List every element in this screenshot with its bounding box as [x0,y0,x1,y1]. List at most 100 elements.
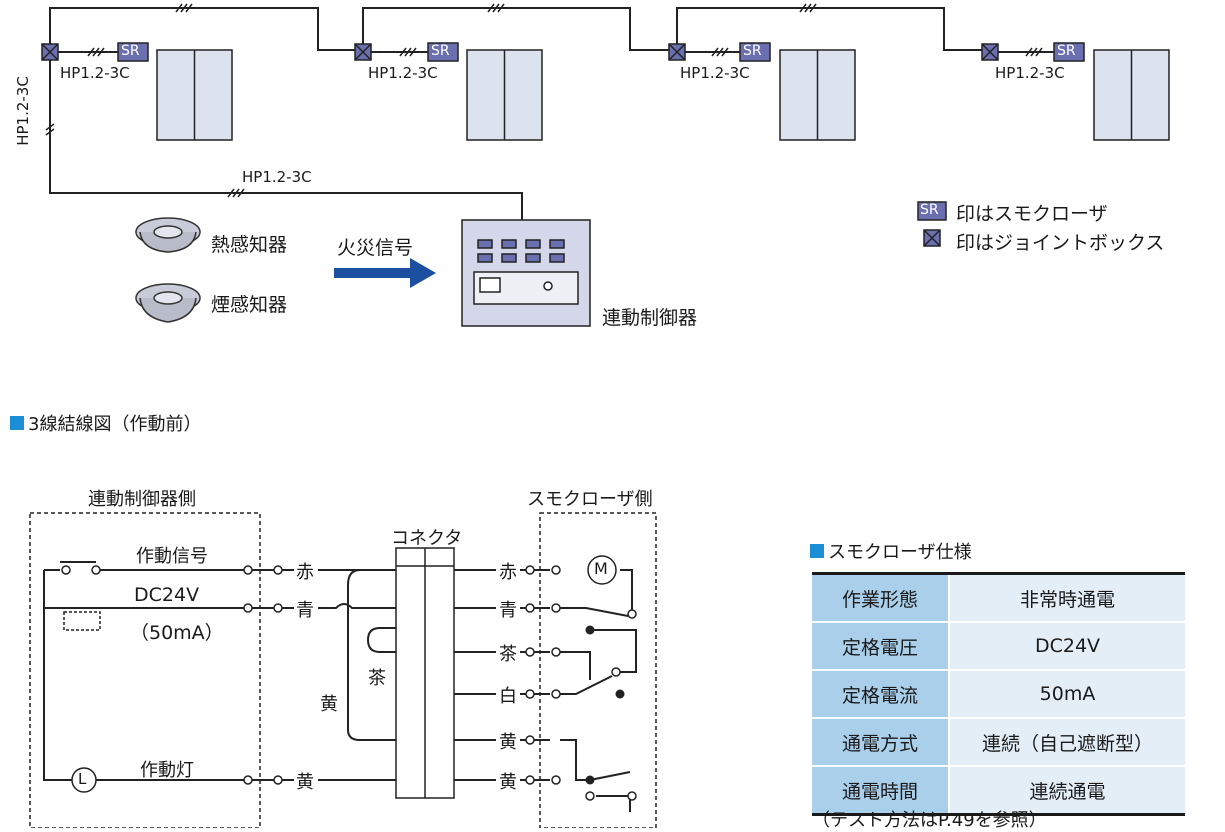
cable-label: HP1.2-3C [368,64,438,82]
right-wire-brown: 茶 [499,644,517,665]
right-wire-yellow-2: 黄 [499,772,517,793]
junction-box-icon [41,43,59,61]
cable-hash-marks [45,3,1043,198]
relay-coil-icon [63,611,101,631]
vertical-cable-label: HP1.2-3C [13,76,32,146]
sr-badge-text: SR [1057,43,1076,59]
cable-label: HP1.2-3C [60,64,130,82]
right-wire-white: 白 [499,686,517,707]
door-icon [779,49,856,141]
right-wire-yellow: 黄 [499,732,517,753]
cable-label: HP1.2-3C [680,64,750,82]
wire [589,771,631,812]
legend-sr-text: SR [920,202,939,218]
legend-junction-icon [923,229,941,247]
right-wire-red: 赤 [499,562,517,583]
heat-detector-icon [135,217,201,253]
door-icon [1093,49,1170,141]
left-wire-red: 赤 [296,562,314,583]
closed-contacts [585,625,625,785]
cable-line [676,7,990,51]
cable-line [49,7,363,51]
wire [560,675,613,695]
fire-signal-arrow [334,258,436,288]
junction-box-icons [41,43,999,61]
spec-value: 50mA [949,669,1185,719]
door-icon [156,49,233,141]
sr-badge [1053,42,1085,62]
sr-badge-text: SR [121,43,140,59]
spec-footnote: （テスト方法はP.49を参照） [812,810,1047,831]
current-label: （50mA） [130,622,224,644]
wire [366,627,396,653]
cable-line [362,7,677,51]
wiring-diagram-title: 3線結線図（作動前） [10,410,201,436]
section-marker-icon [10,416,24,430]
sr-badges [117,42,1085,62]
wire [592,629,637,673]
table-row: 通電時間連続通電 [812,765,1185,816]
wire [620,569,633,610]
controller-icon [461,219,591,327]
sr-badge-text: SR [743,43,762,59]
wire [454,569,496,781]
sr-badge-text: SR [431,43,450,59]
smoke-detector-label: 煙感知器 [211,294,288,316]
section-marker-icon [810,544,824,558]
spec-value: 連続（自己遮断型） [949,717,1185,767]
loop-label-brown: 茶 [368,668,386,689]
junction-box-icon [668,43,686,61]
controller-side-label: 連動制御器側 [88,489,196,510]
heat-detector-label: 熱感知器 [211,234,288,256]
spec-key: 定格電圧 [812,621,950,671]
wiring-diagram-title-text: 3線結線図（作動前） [28,414,202,435]
closer-side-label: スモクローザ側 [527,489,653,510]
system-layout-diagram [41,3,1170,327]
wire [252,569,294,781]
spec-value: 連続通電 [949,765,1185,816]
lamp-symbol: L [78,770,87,788]
spec-key: 定格電流 [812,669,950,719]
right-wire-blue: 青 [499,600,517,621]
legend-junction-label: 印はジョイントボックス [956,232,1165,254]
loop-label-yellow: 黄 [320,694,338,715]
spec-key: 通電時間 [812,765,950,816]
indicator-lamp-label: 作動灯 [140,760,194,781]
spec-title: スモクローザ仕様 [810,538,972,564]
sr-badge [117,42,149,62]
smoke-detector-icon [135,283,201,323]
wire [560,607,629,617]
connector-label: コネクタ [391,528,463,549]
sr-badge [739,42,771,62]
wire [43,640,72,781]
controller-label: 連動制御器 [602,307,698,329]
table-row: 通電方式連続（自己遮断型） [812,717,1185,767]
door-icon [466,49,543,141]
spec-key: 作業形態 [812,572,950,623]
spec-title-text: スモクローザ仕様 [828,542,972,563]
junction-box-icon [354,43,372,61]
cable-label: HP1.2-3C [995,64,1065,82]
spec-key: 通電方式 [812,717,950,767]
sr-badge [427,42,459,62]
motor-symbol: M [594,559,608,578]
connector-block [395,547,455,799]
operation-signal-label: 作動信号 [136,546,208,567]
junction-box-icon [981,43,999,61]
cable-line [49,60,523,220]
spec-value: 非常時通電 [949,572,1185,623]
left-wire-yellow: 黄 [296,772,314,793]
left-wire-blue: 青 [296,600,314,621]
voltage-label: DC24V [134,584,200,606]
door-icons [156,49,1170,141]
fire-signal-label: 火災信号 [337,237,414,259]
spec-value: DC24V [949,621,1185,671]
legend-sr-label: 印はスモクローザ [956,203,1108,225]
wire [318,603,396,609]
legend-sr-icon [917,201,947,221]
wire [560,739,590,781]
wire [520,569,550,781]
table-row: 作業形態非常時通電 [812,572,1185,623]
